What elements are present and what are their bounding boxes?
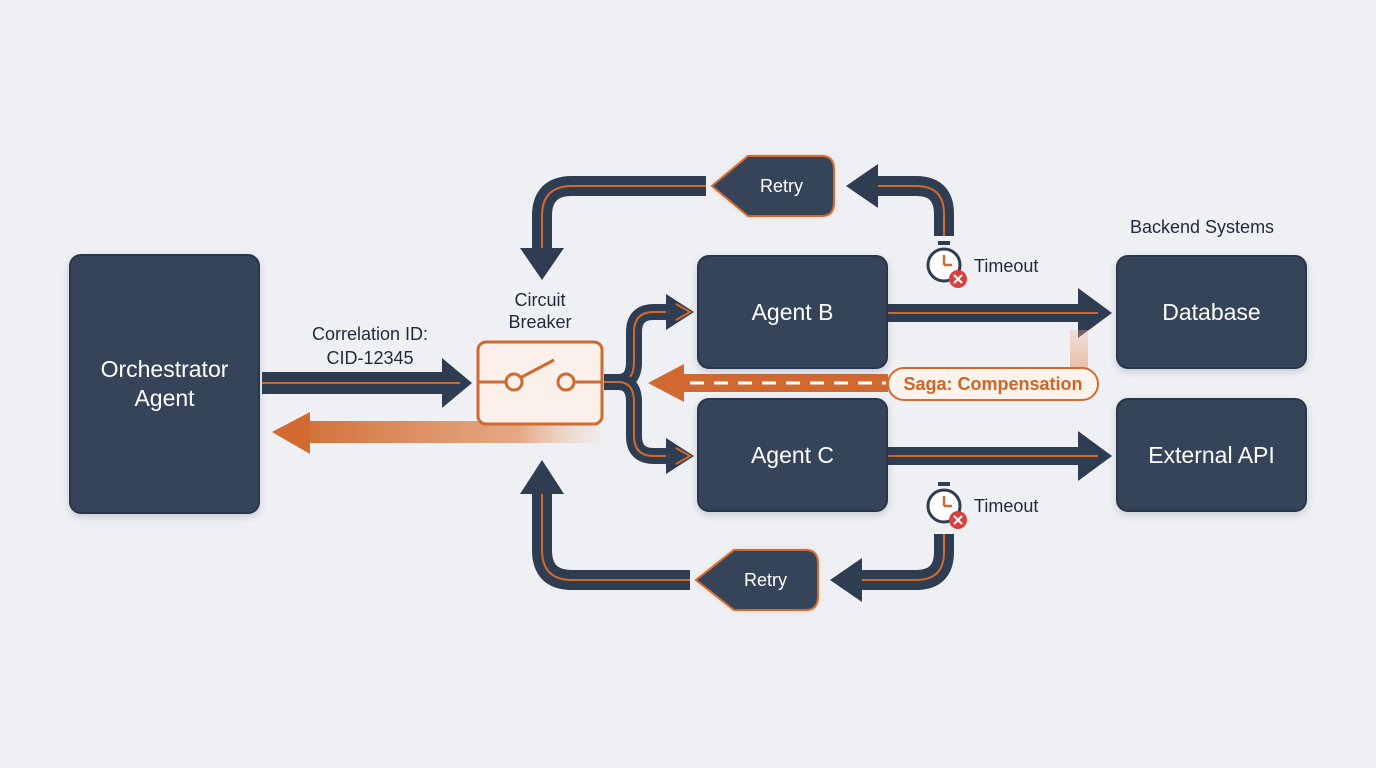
saga-compensation-arrow <box>648 330 1088 402</box>
timeout-bottom-label: Timeout <box>974 496 1039 516</box>
agent-c-node: Agent C <box>697 398 888 512</box>
stopwatch-top-icon <box>926 241 967 288</box>
agent-b-label: Agent B <box>751 298 834 325</box>
retry-loop-bottom <box>520 460 954 611</box>
circuit-breaker-label: Circuit Breaker <box>508 290 572 332</box>
agent-b-node: Agent B <box>697 255 888 369</box>
agent-c-label: Agent C <box>750 441 835 468</box>
external-api-node: External API <box>1116 398 1307 512</box>
stopwatch-bottom-icon <box>926 482 967 529</box>
agent-b-to-database-arrow <box>888 288 1112 338</box>
external-api-label: External API <box>1148 441 1275 468</box>
orchestrator-agent-node: Orchestrator Agent <box>69 254 260 514</box>
timeout-top-label: Timeout <box>974 256 1039 276</box>
saga-compensation-label: Saga: Compensation <box>903 373 1083 394</box>
backend-systems-heading: Backend Systems <box>1130 217 1275 237</box>
correlation-id-label: Correlation ID: CID-12345 <box>311 324 429 368</box>
database-label: Database <box>1162 298 1261 325</box>
retry-top-label: Retry <box>760 176 804 196</box>
request-arrow <box>262 358 472 408</box>
retry-bottom-label: Retry <box>744 570 788 590</box>
retry-loop-top <box>520 155 954 280</box>
agent-c-to-external-api-arrow <box>888 431 1112 481</box>
database-node: Database <box>1116 255 1307 369</box>
circuit-breaker-switch-icon <box>476 340 604 426</box>
orchestrator-agent-label: Orchestrator Agent <box>100 356 229 411</box>
saga-compensation-badge: Saga: Compensation <box>887 367 1099 401</box>
fork-connector <box>604 294 694 474</box>
response-arrow <box>272 412 600 454</box>
